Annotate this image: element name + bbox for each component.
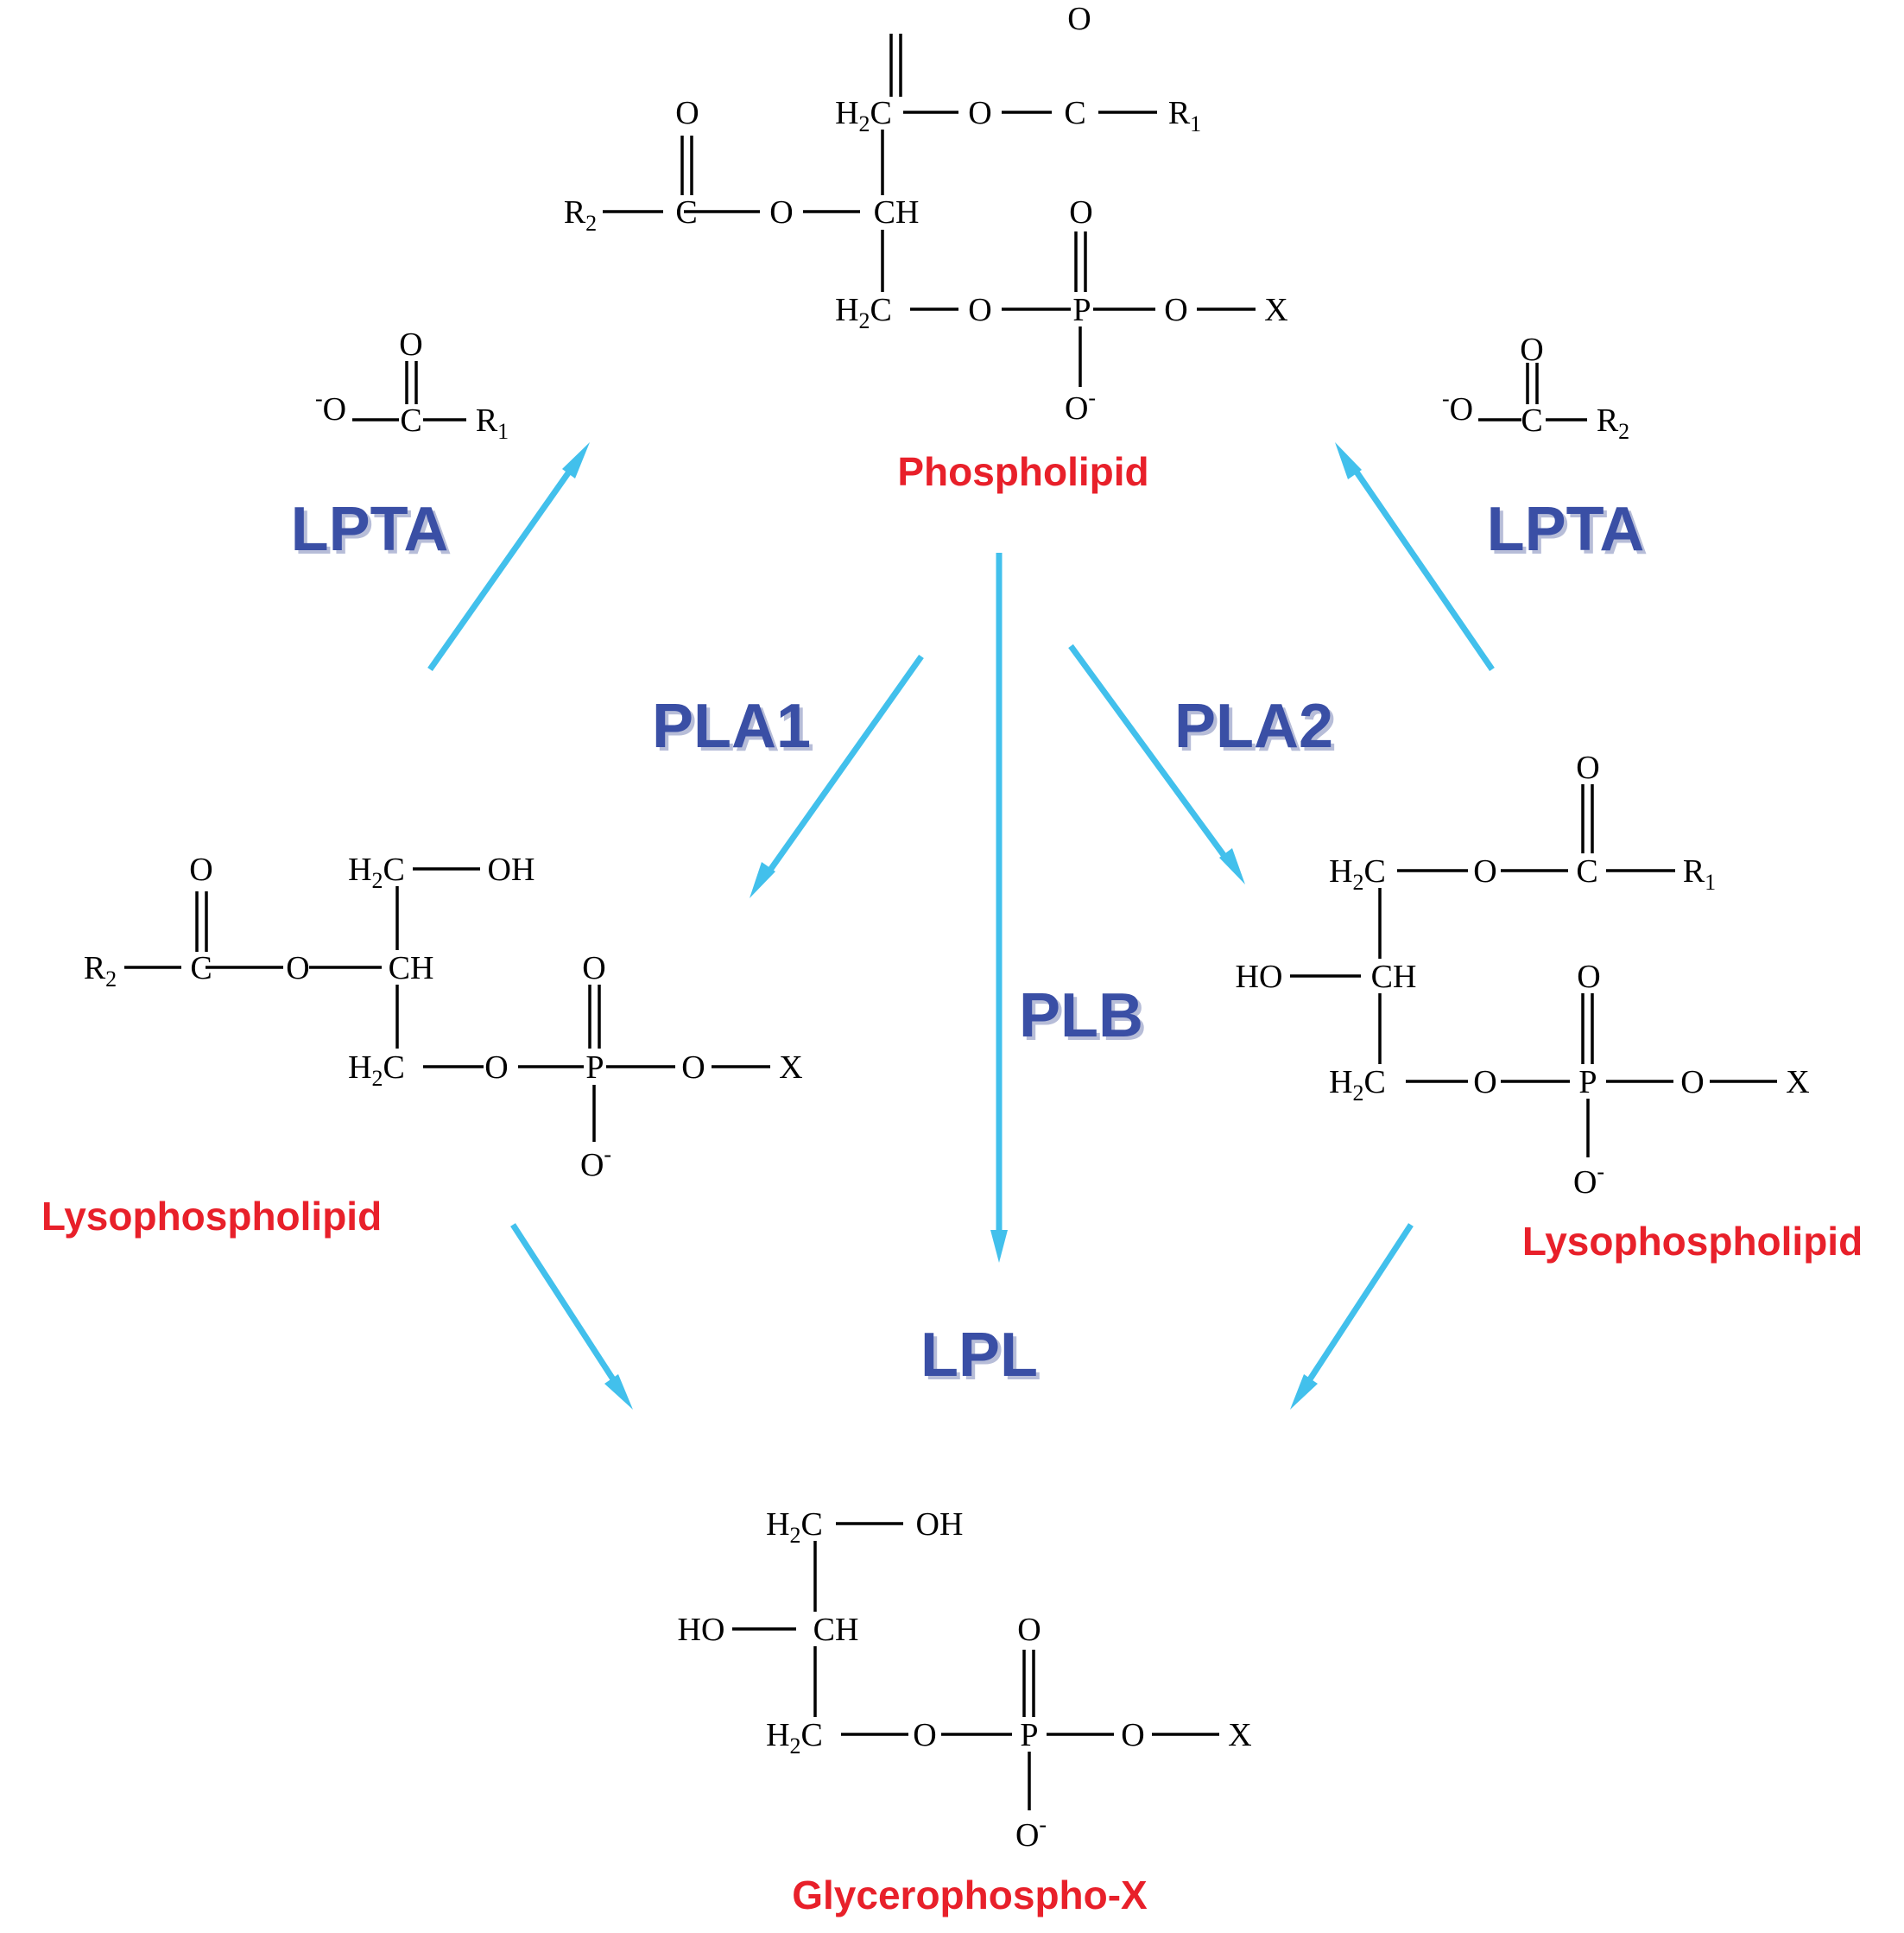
label-lpta-left: LPTA: [291, 495, 449, 564]
svg-text:O: O: [399, 326, 422, 363]
svg-text:O: O: [1067, 1, 1091, 37]
arrow-lpta-left: [427, 442, 590, 672]
arrow-lpl-left: [510, 1223, 633, 1410]
svg-text:P: P: [1578, 1064, 1597, 1100]
carboxylate-r1-structure: O C: [314, 326, 509, 444]
svg-text:O: O: [1017, 1612, 1041, 1648]
svg-text:O: O: [1473, 853, 1496, 890]
svg-text:O: O: [286, 950, 309, 986]
label-lpl: LPL: [920, 1321, 1038, 1390]
svg-text:O: O: [1473, 1064, 1496, 1100]
svg-text:C: C: [1064, 95, 1085, 131]
label-phospholipid: Phospholipid: [897, 449, 1148, 494]
svg-text:O: O: [968, 292, 991, 328]
svg-text:X: X: [1786, 1064, 1809, 1100]
svg-text:O: O: [681, 1049, 705, 1086]
label-pla1: PLA1: [652, 692, 811, 761]
svg-text:O: O: [968, 95, 991, 131]
svg-text:O: O: [484, 1049, 508, 1086]
label-lpta-right: LPTA: [1487, 495, 1645, 564]
svg-text:PLA1: PLA1: [655, 695, 814, 764]
reaction-arrows: [427, 442, 1495, 1410]
arrow-plb: [990, 553, 1008, 1263]
label-pla2: PLA2: [1174, 692, 1333, 761]
svg-text:HO: HO: [1236, 959, 1283, 995]
svg-text:OH: OH: [488, 852, 535, 888]
atoms: O O C O C O CH O O P O X: [563, 1, 1288, 427]
svg-text:C: C: [400, 402, 421, 439]
carboxylate-r2-structure: O C: [1441, 332, 1630, 444]
label-lysophospholipid-left: Lysophospholipid: [41, 1194, 382, 1239]
svg-text:OH: OH: [916, 1506, 964, 1543]
label-glycerophospho-x: Glycerophospho-X: [792, 1873, 1148, 1917]
svg-text:O: O: [675, 95, 699, 131]
svg-text:X: X: [1228, 1717, 1251, 1753]
svg-text:P: P: [1020, 1717, 1038, 1753]
svg-text:O: O: [1680, 1064, 1704, 1100]
svg-text:C: C: [190, 950, 212, 986]
arrow-lpl-right: [1290, 1223, 1414, 1410]
svg-text:C: C: [1521, 402, 1542, 439]
svg-text:CH: CH: [813, 1612, 859, 1648]
arrow-pla2: [1068, 643, 1245, 884]
label-plb: PLB: [1019, 981, 1143, 1050]
svg-text:P: P: [1072, 292, 1091, 328]
glycerophospho-x-structure: OH HO CH O O P O X: [678, 1506, 1252, 1854]
svg-text:CH: CH: [389, 950, 434, 986]
svg-text:CH: CH: [1371, 959, 1417, 995]
phospholipid-structure: O O C O C O CH O O P O X: [563, 1, 1288, 427]
enzyme-labels: LPTA LPTA LPTA LPTA PLA1 PLA1 PLA2 PLA2 …: [291, 495, 1648, 1393]
svg-text:C: C: [675, 194, 697, 231]
arrow-lpta-right: [1335, 442, 1495, 671]
svg-text:C: C: [1576, 853, 1597, 890]
svg-text:PLB: PLB: [1022, 985, 1147, 1054]
svg-text:HO: HO: [678, 1612, 725, 1648]
svg-text:O: O: [1121, 1717, 1144, 1753]
svg-text:X: X: [1264, 292, 1287, 328]
label-lysophospholipid-right: Lysophospholipid: [1522, 1219, 1863, 1264]
svg-text:LPTA: LPTA: [1490, 498, 1648, 567]
svg-text:O: O: [1577, 959, 1600, 995]
svg-text:O: O: [1164, 292, 1187, 328]
svg-text:LPTA: LPTA: [294, 498, 452, 567]
svg-text:O: O: [189, 852, 212, 888]
svg-text:O: O: [1576, 750, 1599, 786]
arrow-pla1: [750, 654, 924, 898]
svg-text:LPL: LPL: [924, 1324, 1041, 1393]
svg-text:O: O: [1520, 332, 1543, 368]
svg-text:P: P: [585, 1049, 604, 1086]
lysophospholipid-left-structure: OH O C O CH O O P O X: [83, 852, 803, 1183]
svg-text:O: O: [769, 194, 793, 231]
svg-text:X: X: [779, 1049, 802, 1086]
svg-text:CH: CH: [874, 194, 920, 231]
svg-text:O: O: [582, 950, 605, 986]
svg-text:O: O: [1069, 194, 1092, 231]
svg-text:PLA2: PLA2: [1178, 695, 1337, 764]
bonds: [603, 34, 1256, 387]
lysophospholipid-right-structure: O O C HO CH O O P O X: [1236, 750, 1810, 1201]
svg-text:O: O: [913, 1717, 936, 1753]
